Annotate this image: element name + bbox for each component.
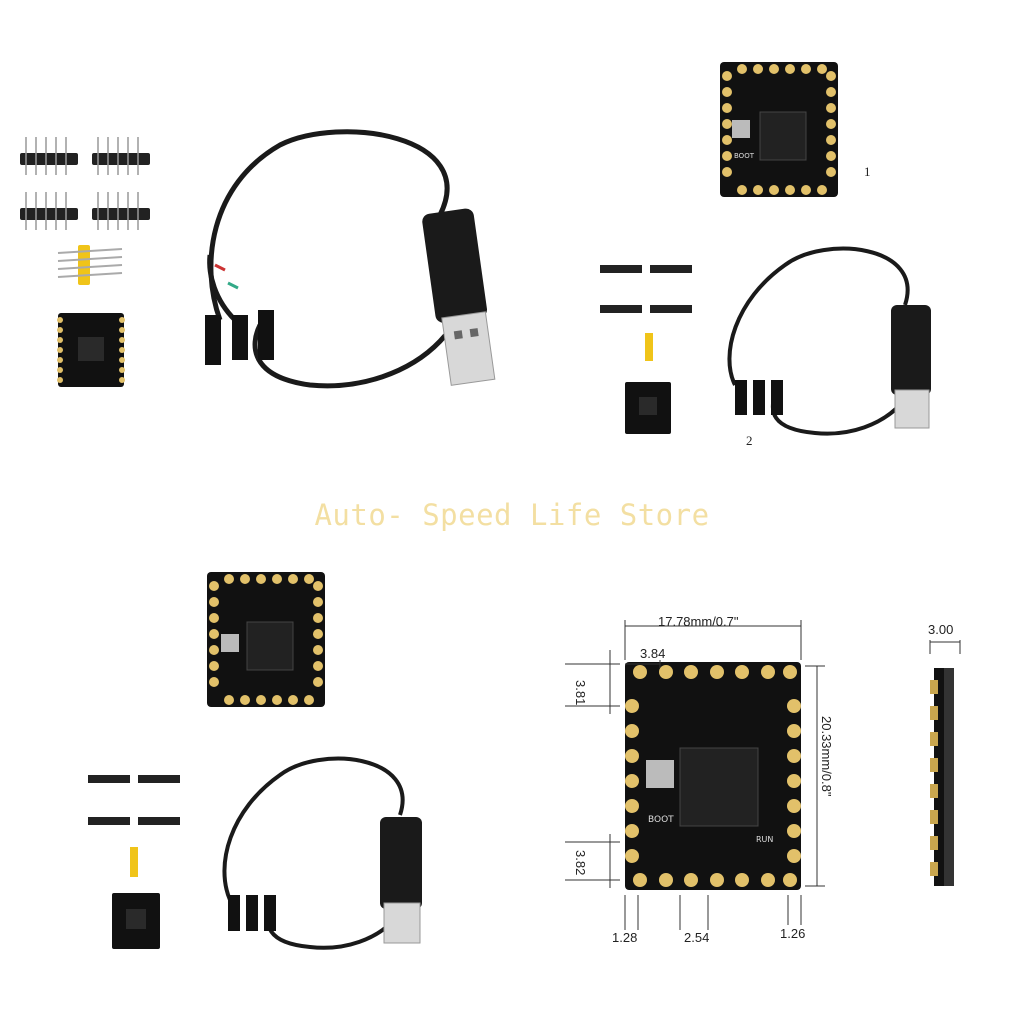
kit-illustration <box>20 129 496 389</box>
board-small <box>57 313 125 387</box>
dim-left-top: 3.81 <box>573 680 588 705</box>
dim-height: 20.33mm/0.8" <box>819 716 834 797</box>
run-label: RUN <box>756 835 773 844</box>
dimension-drawing: BOOT RUN 17.78mm/0.7" 3.84 3.81 3 <box>560 610 980 950</box>
dim-bottom-left: 1.28 <box>612 930 637 945</box>
usb-cable <box>205 129 496 389</box>
dim-bottom-right: 1.26 <box>780 926 805 941</box>
dimension-svg: BOOT RUN 17.78mm/0.7" 3.84 3.81 3 <box>565 614 961 945</box>
store-watermark: Auto- Speed Life Store <box>314 498 710 532</box>
boot-label-2: BOOT <box>648 815 674 825</box>
dim-thickness: 3.00 <box>928 622 953 637</box>
dim-left-bottom: 3.82 <box>573 850 588 875</box>
right-angle-header <box>57 245 123 285</box>
dim-width: 17.78mm/0.7" <box>658 614 739 629</box>
kit-illustration-3 <box>88 756 422 950</box>
board-illustration-2 <box>207 572 325 707</box>
kit-photo-bottom-left <box>80 755 440 955</box>
marker-1: 1 <box>864 164 871 179</box>
boot-label: BOOT <box>734 152 755 160</box>
board-top-image: BOOT <box>720 62 838 197</box>
dim-top-offset: 3.84 <box>640 646 665 661</box>
kit-illustration-small <box>600 246 931 436</box>
kit-photo-top-left <box>10 115 510 415</box>
usb-plug <box>422 208 496 386</box>
marker-2: 2 <box>746 433 753 448</box>
kit-photo-top-right <box>595 245 955 440</box>
board-top-image-2 <box>207 572 325 707</box>
pin-headers <box>20 137 150 230</box>
dim-bottom-pitch: 2.54 <box>684 930 709 945</box>
board-illustration: BOOT <box>720 62 838 197</box>
